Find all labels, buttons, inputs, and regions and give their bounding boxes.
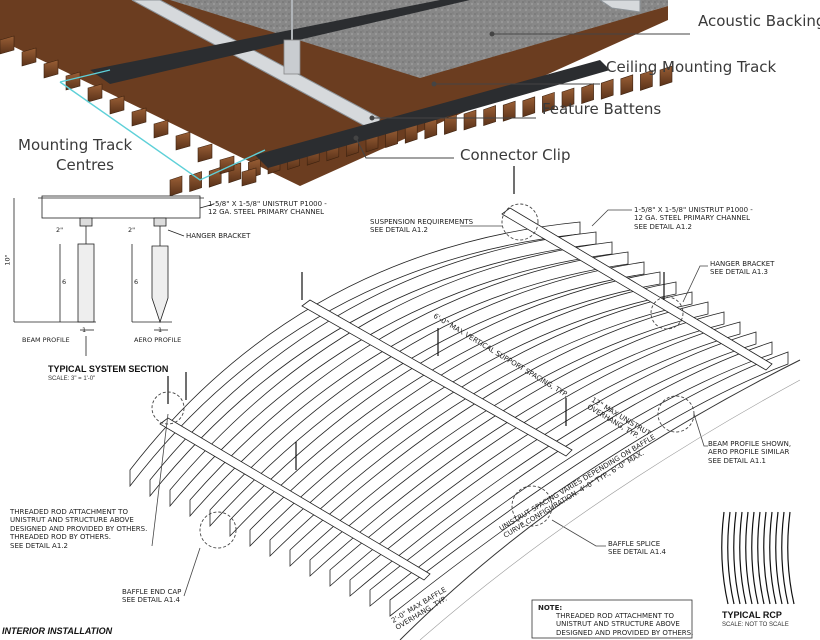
- feature-batten: [502, 100, 516, 122]
- feature-batten: [561, 87, 575, 109]
- dim-2b-label: 2": [128, 226, 136, 234]
- feature-batten: [463, 109, 477, 131]
- dim-10-label: 10": [3, 254, 12, 266]
- feature-batten: [21, 47, 37, 67]
- feature-batten: [189, 171, 202, 193]
- feature-batten: [581, 83, 594, 105]
- feature-batten: [522, 96, 536, 118]
- feature-batten: [87, 83, 103, 103]
- connector-clip-track: [90, 0, 470, 84]
- curved-baffles: [129, 221, 789, 617]
- unistrut-channel-2: [301, 299, 573, 457]
- baffle: [289, 301, 709, 567]
- rcp-curve: [769, 511, 777, 605]
- section-scale: SCALE: 3" = 1'-0": [48, 376, 96, 382]
- dim-6b-label: 6: [134, 278, 139, 286]
- dim-w1-label: 1: [82, 326, 87, 334]
- feature-batten: [620, 74, 634, 96]
- baffle: [189, 251, 629, 518]
- rcp-curve: [781, 511, 789, 605]
- rcp-scale: SCALE: NOT TO SCALE: [722, 622, 789, 628]
- baffle: [249, 281, 677, 547]
- rcp-curve: [751, 511, 759, 605]
- note-title: NOTE:: [538, 604, 563, 612]
- note-box: [531, 599, 693, 639]
- threaded-rods: [167, 166, 665, 470]
- feature-batten: [131, 107, 147, 127]
- rcp-curve: [763, 511, 771, 605]
- feature-batten: [600, 78, 614, 100]
- dim-2a-label: 2": [56, 226, 64, 234]
- acoustic-backing-label: Acoustic Backing: [698, 12, 820, 30]
- rcp-curve: [739, 511, 747, 605]
- rcp-curve: [757, 511, 765, 605]
- baffle: [229, 271, 661, 538]
- rcp-curve: [775, 511, 783, 605]
- interior-installation-title: INTERIOR INSTALLATION: [2, 626, 113, 636]
- rcp-title: TYPICAL RCP: [722, 610, 782, 620]
- feature-batten: [197, 143, 213, 163]
- feature-batten: [169, 175, 183, 197]
- baffle: [329, 321, 741, 587]
- channel-note: 1-5/8" X 1-5/8" UNISTRUT P1000 -12 GA. S…: [634, 206, 753, 231]
- unistrut-channel-1: [159, 417, 431, 581]
- feature-batten: [153, 119, 169, 139]
- section-title: TYPICAL SYSTEM SECTION: [48, 364, 169, 374]
- baffle: [369, 341, 773, 607]
- baffle: [309, 311, 725, 577]
- feature-batten: [65, 71, 81, 91]
- beam-profile-label: BEAM PROFILE: [22, 336, 70, 344]
- dim-w2-label: 1: [158, 326, 163, 334]
- dim-6a-label: 6: [62, 278, 67, 286]
- mounting-track-centres-label-line1: Mounting Track: [18, 136, 133, 154]
- mounting-track-centres-label-line2: Centres: [56, 156, 114, 174]
- feature-batten: [483, 105, 496, 127]
- curve-outline: [399, 359, 801, 640]
- rcp-curve: [727, 511, 735, 605]
- feature-battens: [0, 35, 673, 197]
- feature-batten: [444, 113, 457, 135]
- leader-lines: [151, 209, 708, 597]
- feature-batten: [241, 167, 257, 187]
- unistrut-channel-3: [501, 207, 773, 371]
- baffle: [349, 331, 757, 597]
- baffle: [209, 261, 645, 528]
- feature-batten: [208, 166, 222, 188]
- feature-battens-label: Feature Battens: [542, 100, 662, 118]
- feature-batten: [175, 131, 191, 151]
- section-hanger-bracket-note: HANGER BRACKET: [186, 232, 251, 240]
- connector-clip-label: Connector Clip: [460, 146, 571, 164]
- rcp-curve: [745, 511, 753, 605]
- ceiling-mounting-track-label: Ceiling Mounting Track: [606, 58, 777, 76]
- rcp-curve: [787, 511, 795, 605]
- aero-profile-label: AERO PROFILE: [134, 336, 182, 344]
- rcp-curve: [733, 511, 741, 605]
- typical-rcp-diagram: [721, 511, 795, 605]
- typical-system-section-drawing: [13, 195, 215, 356]
- feature-batten: [43, 59, 59, 79]
- baffle: [389, 351, 789, 617]
- feature-batten: [109, 95, 125, 115]
- feature-batten: [0, 35, 15, 55]
- rcp-curve: [721, 511, 729, 605]
- unistrut-channels: [159, 207, 773, 581]
- section-channel-note: 1-5/8" X 1-5/8" UNISTRUT P1000 -12 GA. S…: [208, 200, 327, 217]
- feature-batten: [659, 65, 673, 87]
- feature-batten: [640, 69, 653, 91]
- feature-batten: [542, 91, 555, 113]
- mounting-track-centres-dimension: [59, 81, 266, 181]
- baffle: [269, 291, 693, 557]
